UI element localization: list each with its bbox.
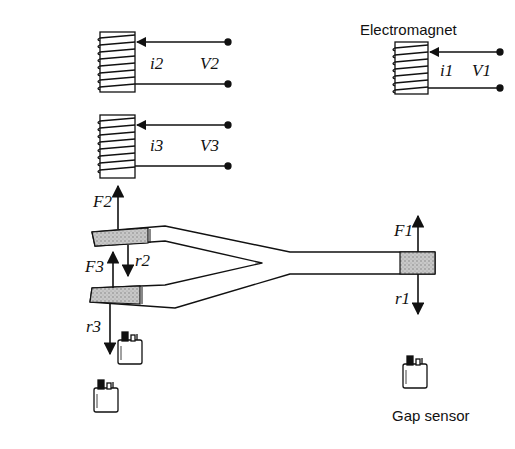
coil-wire: [135, 39, 231, 87]
y-beam: [90, 226, 435, 308]
magnetic-pad: [90, 286, 140, 304]
coil-wire: [135, 122, 231, 169]
terminal: [225, 39, 231, 45]
electromagnet-coil: [98, 32, 231, 92]
voltage-symbol: V1: [472, 62, 491, 79]
force-symbol: F2: [93, 193, 112, 210]
force-arrows: [110, 186, 418, 354]
gap-sensor: [118, 332, 142, 364]
voltage-symbol: V2: [200, 55, 219, 72]
coil-wire: [428, 49, 503, 91]
current-symbol: i1: [440, 62, 453, 79]
force-symbol: F3: [85, 258, 104, 275]
electromagnet-coil: [393, 42, 503, 94]
displacement-symbol: r1: [395, 290, 410, 307]
voltage-symbol: V3: [200, 137, 219, 154]
terminal: [497, 85, 503, 91]
part-label: Gap sensor: [392, 408, 470, 423]
displacement-symbol: r2: [135, 252, 150, 269]
terminal: [225, 122, 231, 128]
part-label: Electromagnet: [360, 22, 457, 37]
magnetic-pad: [92, 228, 148, 246]
gap-sensor: [94, 380, 118, 412]
gap-sensor: [403, 356, 427, 388]
electromagnet-coil: [98, 115, 231, 178]
force-symbol: F1: [394, 222, 413, 239]
displacement-symbol: r3: [86, 318, 101, 335]
current-symbol: i2: [150, 55, 163, 72]
current-symbol: i3: [150, 137, 163, 154]
terminal: [497, 49, 503, 55]
terminal: [225, 81, 231, 87]
magnetic-pad: [400, 252, 435, 274]
terminal: [225, 163, 231, 169]
